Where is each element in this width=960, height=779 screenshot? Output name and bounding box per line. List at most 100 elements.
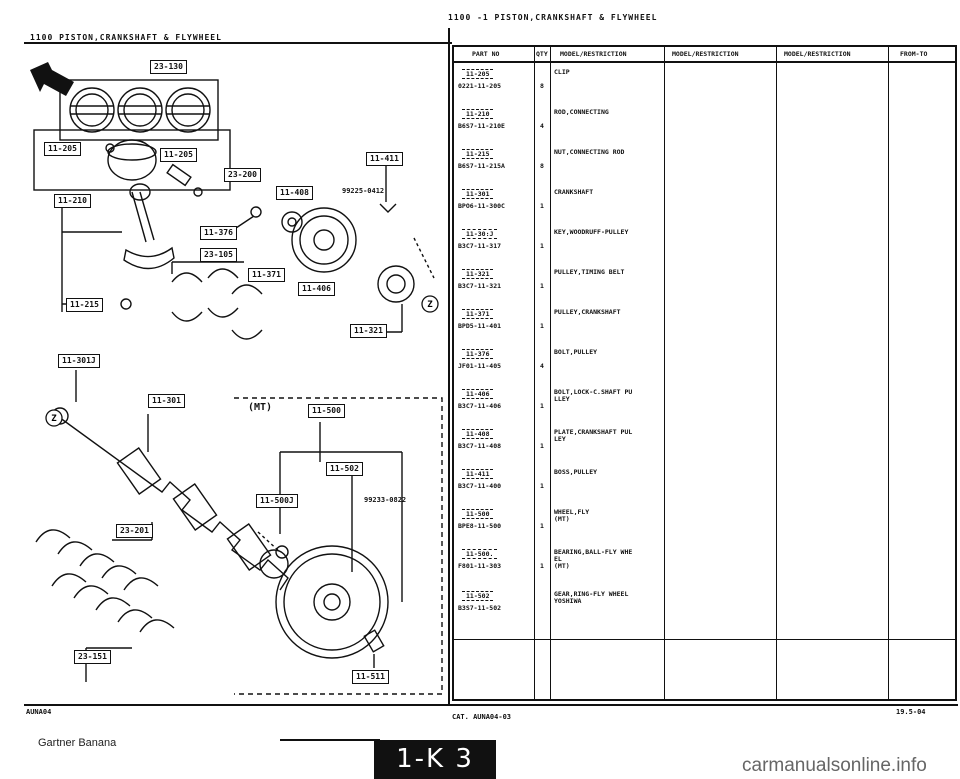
description: NUT,CONNECTING ROD [554,148,625,156]
description: BEARING,BALL-FLY WHE EL (MT) [554,548,633,570]
callout-99233-0822: 99233-0822 [364,496,407,504]
part-number: BPD5-11-401 [458,322,502,330]
quantity: 1 [540,402,544,410]
description: BOLT,LOCK-C.SHAFT PU LLEY [554,388,633,403]
part-number: BPO6-11-300C [458,202,505,210]
table-row: 11-408 B3C7-11-408 1 PLATE,CRANKSHAFT PU… [454,423,955,455]
part-number: JF01-11-405 [458,362,502,370]
exploded-parts-diagram: Z Z 23-130 11-205 11-205 23-200 11-411 1… [22,42,450,702]
watermark-left: Gartner Banana [38,737,117,749]
part-number: BPE8-11-500 [458,522,502,530]
description: PULLEY,TIMING BELT [554,268,625,276]
center-divider [448,28,450,704]
callout-11-205-a: 11-205 [44,142,81,156]
part-number: B6S7-11-210E [458,122,505,130]
quantity: 1 [540,562,544,570]
quantity: 1 [540,282,544,290]
part-number: B6S7-11-215A [458,162,505,170]
table-row: 11-301 BPO6-11-300C 1 CRANKSHAFT [454,183,955,215]
table-row: 11-411 B3C7-11-400 1 BOSS,PULLEY [454,463,955,495]
description: BOSS,PULLEY [554,468,598,476]
description: PLATE,CRANKSHAFT PUL LEY [554,428,633,443]
table-row: 11-215 B6S7-11-215A 8 NUT,CONNECTING ROD [454,143,955,175]
parts-table: PART NO QTY MODEL/RESTRICTION MODEL/REST… [452,45,957,701]
table-row: 11-205 0221-11-205 8 CLIP [454,63,955,95]
header-rule-left [24,42,452,44]
quantity: 1 [540,522,544,530]
part-number: F801-11-303 [458,562,502,570]
page-number-box: 1-K 3 [374,740,496,779]
footer-catalog: CAT. AUNA04-03 [452,713,512,721]
callout-11-301J: 11-301J [58,354,100,368]
description: WHEEL,FLY (MT) [554,508,590,523]
piston-ring-frame [59,79,219,141]
callout-11-500J: 11-500J [256,494,298,508]
description: ROD,CONNECTING [554,108,609,116]
part-number: B3C7-11-408 [458,442,502,450]
th-part-no: PART NO [472,50,500,58]
ref-number: 11-406 [462,389,494,399]
table-bottom-rule [454,639,955,640]
description: GEAR,RING-FLY WHEEL YOSHIWA [554,590,629,605]
table-row: 11-500. F801-11-303 1 BEARING,BALL-FLY W… [454,543,955,575]
table-row: 11-30:J B3C7-11-317 1 KEY,WOODRUFF-PULLE… [454,223,955,255]
callout-99225-0412: 99225-0412 [342,187,385,195]
callout-23-105: 23-105 [200,248,237,262]
table-row: 11-376 JF01-11-405 4 BOLT,PULLEY [454,343,955,375]
quantity: 1 [540,442,544,450]
ref-number: 11-301 [462,189,494,199]
col-divider [534,47,535,699]
footer-rule [24,704,958,706]
part-number: B3C7-11-317 [458,242,502,250]
footer-code-left: AUNA04 [26,708,52,716]
description: CLIP [554,68,570,76]
callout-11-301: 11-301 [148,394,185,408]
footer-stroke [280,739,380,741]
description: PULLEY,CRANKSHAFT [554,308,621,316]
ref-number: 11-321 [462,269,494,279]
page-title-center: 1100 -1 PISTON,CRANKSHAFT & FLYWHEEL [448,13,658,22]
description: BOLT,PULLEY [554,348,598,356]
col-divider [888,47,889,699]
description: CRANKSHAFT [554,188,594,196]
part-number: B3C7-11-406 [458,402,502,410]
footer-date: 19.5-04 [896,708,926,716]
callout-23-130: 23-130 [150,60,187,74]
part-number: B3S7-11-502 [458,604,502,612]
part-number: B3C7-11-321 [458,282,502,290]
col-divider [550,47,551,699]
ref-number: 11-30:J [462,229,498,239]
callout-23-200: 23-200 [224,168,261,182]
th-qty: QTY [536,50,548,58]
table-row: 11-210 B6S7-11-210E 4 ROD,CONNECTING [454,103,955,135]
quantity: 1 [540,242,544,250]
callout-11-406: 11-406 [298,282,335,296]
callout-11-411: 11-411 [366,152,403,166]
col-divider [776,47,777,699]
table-row: 11-321 B3C7-11-321 1 PULLEY,TIMING BELT [454,263,955,295]
ref-number: 11-502 [462,591,494,601]
callout-11-215: 11-215 [66,298,103,312]
callout-11-500: 11-500 [308,404,345,418]
th-from-to: FROM-TO [900,50,928,58]
th-model-1: MODEL/RESTRICTION [560,50,627,58]
description: KEY,WOODRUFF-PULLEY [554,228,629,236]
ref-number: 11-210 [462,109,494,119]
callout-23-201: 23-201 [116,524,153,538]
table-header-row: PART NO QTY MODEL/RESTRICTION MODEL/REST… [454,47,955,63]
ref-number: 11-411 [462,469,494,479]
callout-mt: (MT) [248,402,273,413]
quantity: 1 [540,322,544,330]
callout-11-371: 11-371 [248,268,285,282]
quantity: 1 [540,202,544,210]
table-row: 11-502 B3S7-11-502 GEAR,RING-FLY WHEEL Y… [454,585,955,617]
part-number: B3C7-11-400 [458,482,502,490]
ref-number: 11-215 [462,149,494,159]
front-arrow-icon [30,62,74,96]
quantity: 4 [540,362,544,370]
ref-number: 11-500. [462,549,498,559]
table-row: 11-500 BPE8-11-500 1 WHEEL,FLY (MT) [454,503,955,535]
quantity: 8 [540,162,544,170]
ref-number: 11-205 [462,69,494,79]
page-title-left: 1100 PISTON,CRANKSHAFT & FLYWHEEL [30,33,222,42]
